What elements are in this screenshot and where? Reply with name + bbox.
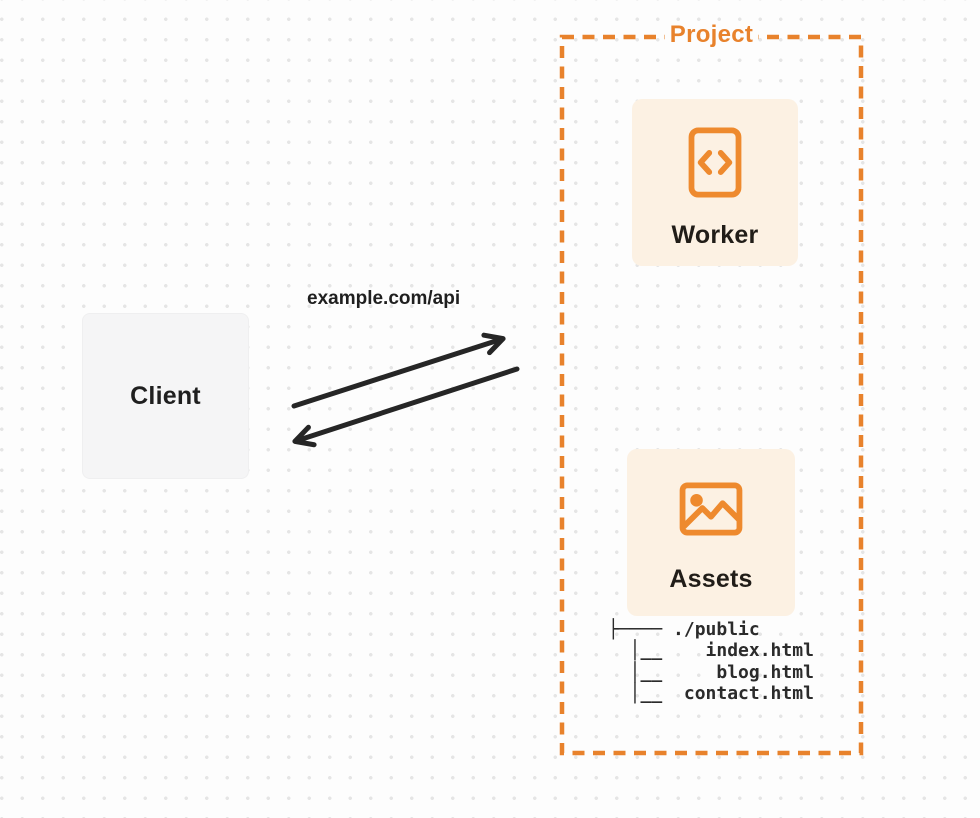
client-label: Client [130,381,201,410]
request-arrow [291,332,506,409]
code-file-icon [688,127,742,198]
image-icon [679,482,743,536]
project-label-container: Project [560,21,863,49]
worker-label: Worker [671,221,759,249]
project-label: Project [664,21,759,49]
response-arrow [292,366,520,448]
request-url-label: example.com/api [307,288,461,309]
worker-node: Worker [632,99,798,266]
assets-file-tree: ├──── ./public │__ index.html │__ blog.h… [608,619,814,704]
assets-node: Assets [627,449,795,616]
client-node: Client [82,313,249,479]
assets-label: Assets [669,565,753,593]
